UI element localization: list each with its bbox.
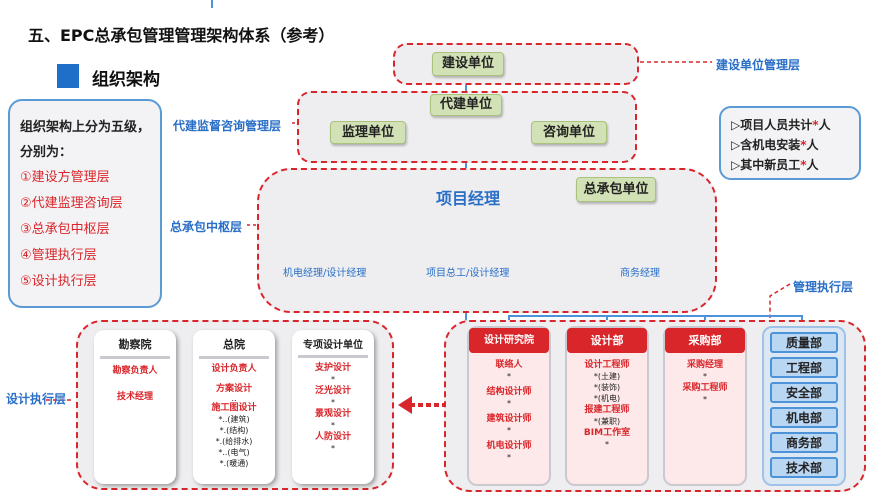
department-item: 工程部 xyxy=(770,357,838,378)
department-item: 质量部 xyxy=(770,332,838,353)
level-item: ④管理执行层 xyxy=(20,248,97,263)
unit-sub: * xyxy=(507,453,511,462)
unit-sub: *.(结构) xyxy=(219,426,249,435)
unit-item: 人防设计 xyxy=(314,432,351,442)
level-item: ②代建监理咨询层 xyxy=(20,196,123,211)
page-title: 五、EPC总承包管理管理架构体系（参考） xyxy=(28,26,335,45)
mgmt-unit-institute: 设计研究院 联络人 * 结构设计师 * 建筑设计师 * 机电设计师 * xyxy=(467,326,551,486)
unit-sub: * xyxy=(331,421,335,430)
mgmt-unit-procurement: 采购部 采购经理 * 采购工程师 * xyxy=(663,326,747,486)
contractor-box: 总承包单位 xyxy=(576,177,656,202)
supervisor-box: 监理单位 xyxy=(330,121,406,144)
department-item: 安全部 xyxy=(770,382,838,403)
unit-item: 勘察负责人 xyxy=(112,366,158,376)
unit-sub: *.(暖通) xyxy=(219,459,249,468)
supervision-layer-label: 代建监督咨询管理层 xyxy=(173,119,282,133)
mgmt-layer-label: 管理执行层 xyxy=(793,280,854,294)
design-layer-label: 设计执行层 xyxy=(6,392,67,406)
stats-panel: ▷项目人员共计*人 ▷含机电安装*人 ▷其中新员工*人 xyxy=(719,106,861,180)
unit-sub: * xyxy=(331,398,335,407)
unit-item: 机电设计师 xyxy=(486,441,532,451)
unit-sub: *..(建筑) xyxy=(218,415,250,424)
unit-sub: .. xyxy=(231,394,237,403)
unit-sub: * xyxy=(605,440,609,449)
level-item: ⑤设计执行层 xyxy=(20,274,97,289)
unit-sub: * xyxy=(507,372,511,381)
unit-sub: * xyxy=(507,426,511,435)
unit-item: 结构设计师 xyxy=(486,387,532,397)
unit-item: 设计负责人 xyxy=(211,364,257,374)
consult-box: 咨询单位 xyxy=(531,121,607,144)
stat-electrical: ▷含机电安装*人 xyxy=(731,138,819,152)
agent-box: 代建单位 xyxy=(430,94,502,116)
stat-new-staff: ▷其中新员工*人 xyxy=(731,158,819,172)
departments-column: 质量部 工程部 安全部 机电部 商务部 技术部 xyxy=(762,326,846,486)
unit-item: 采购经理 xyxy=(686,360,723,370)
unit-sub: *(兼职) xyxy=(593,417,621,426)
department-item: 机电部 xyxy=(770,407,838,428)
unit-item: 建筑设计师 xyxy=(486,414,532,424)
unit-sub: *.(给排水) xyxy=(215,437,253,446)
project-manager-title: 项目经理 xyxy=(436,189,501,208)
unit-sub: * xyxy=(703,395,707,404)
unit-sub: * xyxy=(703,372,707,381)
section-heading: 组织架构 xyxy=(92,70,160,90)
department-item: 技术部 xyxy=(770,457,838,478)
unit-title: 勘察院 xyxy=(118,338,152,351)
unit-item: 施工图设计 xyxy=(211,403,257,413)
unit-sub: *..(电气) xyxy=(218,448,250,457)
unit-item: 支护设计 xyxy=(314,363,351,373)
unit-item: BIM工作室 xyxy=(583,428,631,438)
stat-total: ▷项目人员共计*人 xyxy=(731,118,831,132)
unit-item: 设计工程师 xyxy=(584,360,630,370)
unit-title: 总院 xyxy=(223,338,245,351)
unit-item: 联络人 xyxy=(495,360,523,370)
department-item: 商务部 xyxy=(770,432,838,453)
design-unit-survey: 勘察院 勘察负责人 技术经理 xyxy=(94,330,176,484)
unit-sub: * xyxy=(331,444,335,453)
hub-role: 商务经理 xyxy=(620,268,660,279)
hub-role: 项目总工/设计经理 xyxy=(426,268,510,279)
unit-title: 采购部 xyxy=(665,328,745,353)
unit-item: 泛光设计 xyxy=(314,386,351,396)
hub-role: 机电经理/设计经理 xyxy=(283,268,367,279)
unit-item: 采购工程师 xyxy=(682,383,728,393)
unit-item: 方案设计 xyxy=(215,384,252,394)
unit-item: 报建工程师 xyxy=(584,405,630,415)
unit-title: 设计部 xyxy=(567,328,647,353)
level-item: ①建设方管理层 xyxy=(20,170,110,185)
summary-panel: 组织架构上分为五级，分别为： ①建设方管理层 ②代建监理咨询层 ③总承包中枢层 … xyxy=(8,99,162,308)
unit-title: 设计研究院 xyxy=(469,328,549,353)
mgmt-unit-design-dept: 设计部 设计工程师 *(土建) *(装饰) *(机电) 报建工程师 *(兼职) … xyxy=(565,326,649,486)
design-unit-special: 专项设计单位 支护设计 * 泛光设计 * 景观设计 * 人防设计 * xyxy=(292,330,374,484)
summary-intro: 组织架构上分为五级，分别为： xyxy=(20,120,151,160)
unit-sub: *(机电) xyxy=(593,394,621,403)
section-marker-icon xyxy=(57,64,79,88)
design-unit-main: 总院 设计负责人 方案设计 .. 施工图设计 *..(建筑) *.(结构) *.… xyxy=(193,330,275,484)
owner-layer-label: 建设单位管理层 xyxy=(716,58,801,72)
owner-box: 建设单位 xyxy=(432,52,504,76)
unit-sub: * xyxy=(331,375,335,384)
unit-sub: *(土建) xyxy=(593,372,621,381)
hub-layer-label: 总承包中枢层 xyxy=(170,220,243,234)
unit-title: 专项设计单位 xyxy=(303,340,363,351)
unit-sub: * xyxy=(507,399,511,408)
level-item: ③总承包中枢层 xyxy=(20,222,110,237)
unit-sub: *(装饰) xyxy=(593,383,621,392)
unit-item: 技术经理 xyxy=(116,392,153,402)
owner-layer xyxy=(393,43,639,85)
unit-item: 景观设计 xyxy=(314,409,351,419)
